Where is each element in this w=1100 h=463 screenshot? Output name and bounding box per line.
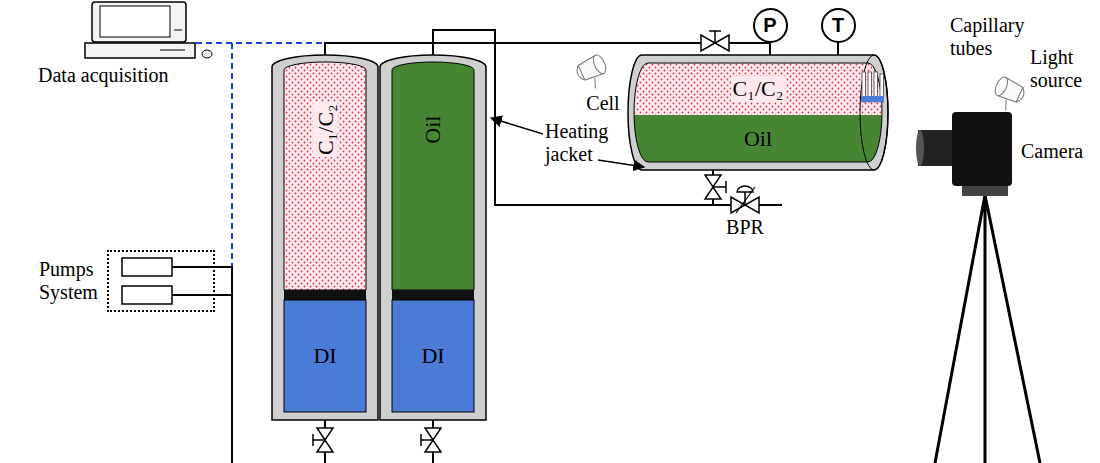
leader-arrow bbox=[598, 160, 644, 167]
part-label: Heating jacket bbox=[545, 120, 625, 166]
cell-inner-wall bbox=[634, 63, 882, 162]
part-label: Capillary tubes bbox=[950, 14, 1036, 60]
oil-fill bbox=[392, 62, 474, 290]
bpr-adjust-arrow bbox=[736, 187, 755, 213]
pipe-line bbox=[769, 43, 771, 56]
node-text: Cell bbox=[586, 92, 619, 115]
pump bbox=[122, 258, 172, 276]
light-source-icon bbox=[574, 53, 613, 92]
mouse bbox=[202, 50, 212, 58]
node-text: Pumps System bbox=[39, 258, 103, 304]
valve-handle bbox=[709, 31, 721, 43]
node-text: Oil bbox=[420, 116, 445, 144]
edge-layer bbox=[325, 30, 838, 205]
light-source-icon bbox=[988, 75, 1027, 114]
bpr-stem bbox=[744, 192, 746, 205]
node-text: T bbox=[832, 14, 844, 37]
capillary-water bbox=[861, 96, 884, 102]
leader-arrow bbox=[491, 118, 543, 134]
bpr-dome bbox=[737, 186, 753, 192]
part-label: Camera bbox=[1021, 140, 1083, 163]
gas-cylinder: C₁/C₂ DI bbox=[272, 55, 378, 420]
monitor-detail bbox=[174, 30, 182, 31]
valve-handle bbox=[421, 434, 433, 446]
valve-symbols bbox=[701, 31, 782, 213]
capillary-tubes bbox=[861, 72, 884, 102]
temperature-gauge: T bbox=[821, 8, 856, 43]
node-text: C₁/C₂ bbox=[312, 103, 337, 158]
oil-cylinder: OilDI bbox=[380, 55, 486, 420]
tripod bbox=[935, 195, 1040, 463]
water-fill bbox=[284, 300, 366, 412]
lens-front bbox=[916, 130, 924, 166]
piston bbox=[284, 290, 366, 300]
node-text: P bbox=[763, 14, 776, 37]
lamp-stand bbox=[1002, 83, 1027, 114]
data-line bbox=[231, 43, 233, 266]
computer-base bbox=[85, 43, 195, 58]
visual-cell: CellC₁/C₂Oil bbox=[628, 55, 888, 170]
node-text: Oil bbox=[744, 126, 772, 151]
drive-slot bbox=[160, 50, 185, 51]
piston bbox=[392, 290, 474, 300]
valve-handle bbox=[313, 434, 325, 446]
cell-window bbox=[860, 55, 888, 170]
pump-system-box: Pumps System bbox=[107, 250, 215, 312]
bottom-line bbox=[325, 420, 433, 463]
lamp-lens bbox=[993, 75, 1011, 97]
pipe-line bbox=[433, 30, 713, 205]
oil-fill bbox=[620, 115, 890, 162]
node-text: DI bbox=[421, 343, 444, 368]
tripod-head bbox=[962, 186, 1008, 196]
camera-body bbox=[952, 112, 1012, 186]
pump bbox=[122, 286, 172, 304]
lamp-lens bbox=[591, 53, 609, 75]
part-label: Light source bbox=[1030, 46, 1094, 92]
data-line bbox=[196, 42, 325, 44]
heating-jacket bbox=[380, 55, 486, 420]
water-fill bbox=[392, 300, 474, 412]
gas-fill bbox=[620, 63, 890, 115]
gas-fill bbox=[284, 62, 366, 290]
pipe-line bbox=[837, 43, 839, 56]
computer-label: Data acquisition bbox=[38, 64, 169, 87]
part-label: BPR bbox=[726, 216, 764, 239]
node-text: DI bbox=[313, 343, 336, 368]
heating-jacket bbox=[272, 55, 378, 420]
monitor-screen bbox=[100, 6, 170, 37]
valve-handle bbox=[713, 181, 726, 193]
monitor bbox=[92, 2, 186, 42]
node-text: C₁/C₂ bbox=[731, 76, 786, 101]
cell-contents bbox=[620, 63, 890, 162]
pressure-gauge: P bbox=[753, 8, 788, 43]
lamp-stand bbox=[574, 61, 599, 92]
pump-line bbox=[172, 266, 232, 463]
